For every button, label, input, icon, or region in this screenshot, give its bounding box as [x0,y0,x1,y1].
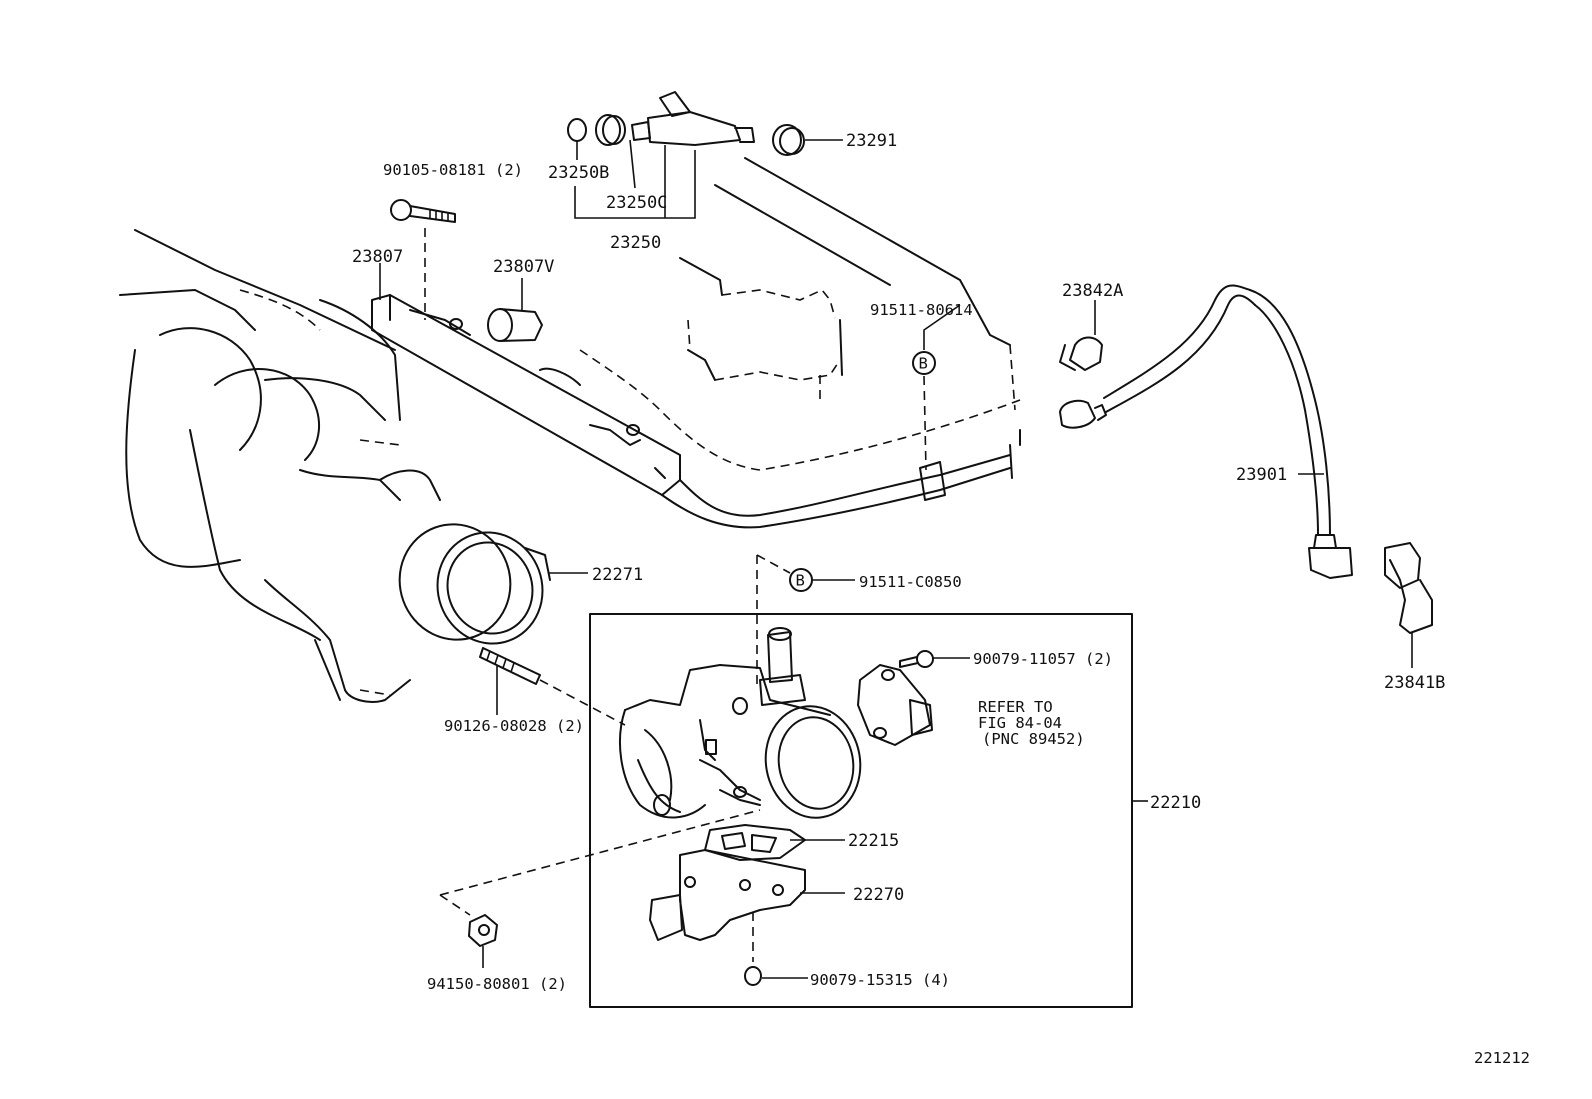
hose-fitting-23841b [1384,542,1433,668]
nut-94150 [439,809,761,968]
throttle-body-assembly-box [589,613,1133,1008]
label-23841b: 23841B [1384,673,1445,693]
svg-text:B: B [796,572,805,590]
fuel-injector [631,91,755,146]
insulator-23291 [772,124,805,156]
refer-note-line2: FIG 84-04 [978,714,1062,732]
label-23901: 23901 [1236,465,1287,485]
label-91511-80614: 91511-80614 [870,301,973,319]
label-90079-15315: 90079-15315 (4) [810,971,950,989]
throttle-body-gasket [398,523,551,645]
screw-90079-15315 [744,912,808,986]
o-ring-23250b [567,118,587,142]
fuel-line-clamp [1059,300,1103,371]
intake-manifold-outline [119,229,441,703]
label-22215: 22215 [848,831,899,851]
label-90105-08181: 90105-08181 (2) [383,161,523,179]
label-22210: 22210 [1150,793,1201,813]
screw-90079-11057 [899,650,970,668]
label-23291: 23291 [846,131,897,151]
fuel-hose [1059,284,1353,579]
label-90079-11057: 90079-11057 (2) [973,650,1113,668]
refer-note-line3: (PNC 89452) [982,730,1085,748]
svg-text:B: B [919,355,928,373]
figure-number: 221212 [1474,1049,1530,1067]
fuel-delivery-pipe [371,294,681,496]
bolt-90105 [390,199,456,320]
throttle-position-sensor [857,664,933,746]
pulsation-damper [487,308,543,342]
iac-gasket [704,824,845,861]
label-23842a: 23842A [1062,281,1123,301]
stud-90126 [479,647,626,726]
label-91511-c0850: 91511-C0850 [859,573,962,591]
ref-marker-b-lower: B [756,554,855,690]
idle-air-control-valve [649,849,845,941]
label-23250b: 23250B [548,163,609,183]
engine-cover-outline [579,157,1021,471]
refer-note-line1: REFER TO [978,698,1053,716]
label-22270: 22270 [853,885,904,905]
grommet-23250c [595,114,626,146]
throttle-body [619,627,862,819]
label-22271: 22271 [592,565,643,585]
label-90126-08028: 90126-08028 (2) [444,717,584,735]
label-23250c: 23250C [606,193,667,213]
label-94150-80801: 94150-80801 (2) [427,975,567,993]
label-23250: 23250 [610,233,661,253]
label-23807: 23807 [352,247,403,267]
ref-marker-b-upper: B [912,304,961,471]
label-23807v: 23807V [493,257,554,277]
